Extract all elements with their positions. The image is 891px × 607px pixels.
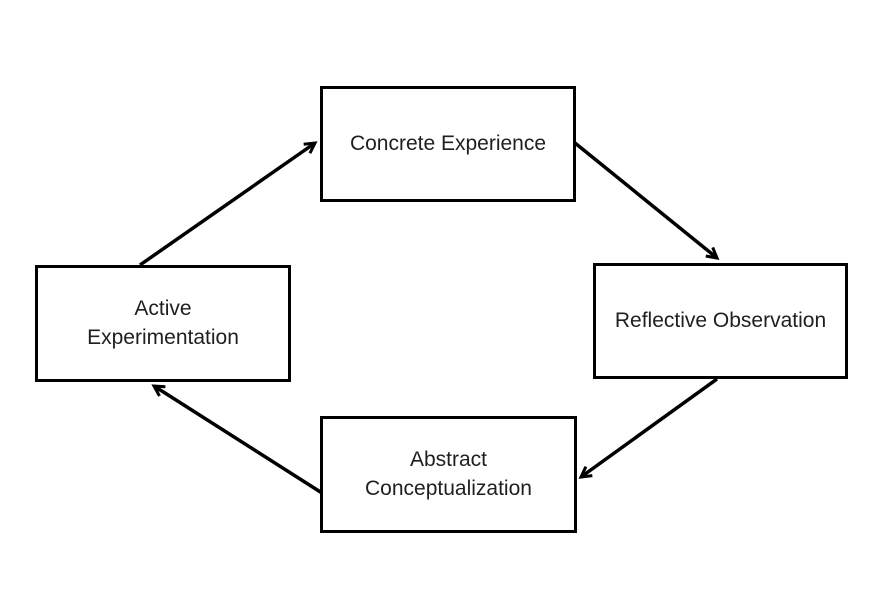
- arrow-active-to-concrete: [138, 143, 315, 267]
- node-reflective-observation: Reflective Observation: [593, 263, 848, 379]
- node-abstract-conceptualization: Abstract Conceptualization: [320, 416, 577, 533]
- node-active-experimentation-label: Active Experimentation: [87, 296, 239, 349]
- arrow-reflective-to-abstract: [581, 377, 719, 477]
- node-active-experimentation: Active Experimentation: [35, 265, 291, 382]
- node-reflective-observation-label: Reflective Observation: [614, 308, 827, 332]
- node-concrete-experience: Concrete Experience: [320, 86, 576, 202]
- node-abstract-conceptualization-label: Abstract Conceptualization: [365, 447, 532, 500]
- arrow-abstract-to-active: [154, 386, 323, 495]
- node-concrete-experience-label: Concrete Experience: [349, 131, 547, 155]
- arrow-concrete-to-reflective: [573, 141, 717, 258]
